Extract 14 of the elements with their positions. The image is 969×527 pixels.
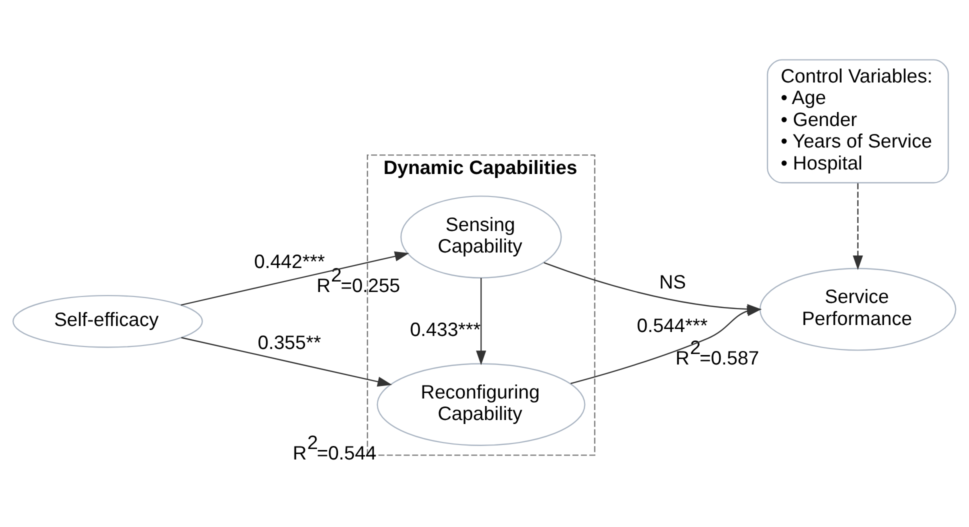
arrow xyxy=(180,251,410,306)
node-ellipse: Self-efficacy xyxy=(12,294,203,348)
arrow xyxy=(181,337,392,387)
node-ellipse: Sensing Capability xyxy=(400,196,562,278)
edge-label: 0.355** xyxy=(258,332,321,354)
arrow xyxy=(570,306,762,384)
node-ellipse: Service Performance xyxy=(759,268,956,351)
edge-label: 0.544*** xyxy=(636,316,708,338)
edge-label: 0.433*** xyxy=(410,320,481,342)
edge-label: NS xyxy=(659,272,686,294)
edge-label: 0.442*** xyxy=(254,252,325,274)
arrow xyxy=(852,183,863,270)
node-box: Control Variables: • Age • Gender • Years of Service • Hospital xyxy=(766,59,949,184)
arrow xyxy=(476,278,486,366)
